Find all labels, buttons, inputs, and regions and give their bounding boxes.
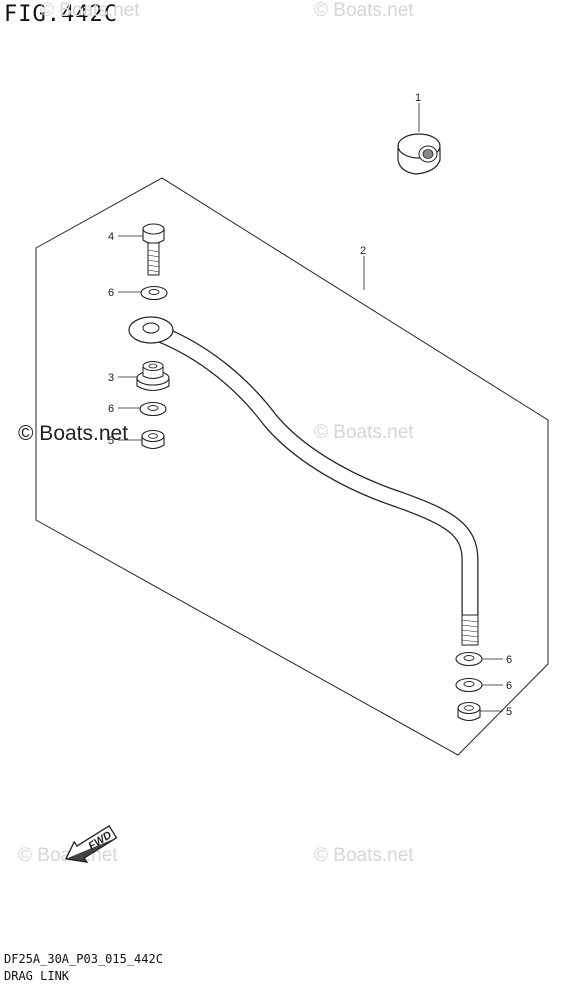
callout-4: 4 xyxy=(108,231,114,243)
callout-5b: 5 xyxy=(506,706,512,718)
part-6-washer xyxy=(455,677,503,693)
part-5-nut xyxy=(457,701,503,722)
part-5-nut xyxy=(118,429,165,450)
part-1-nut xyxy=(397,103,441,175)
callout-3: 3 xyxy=(108,372,114,384)
callout-6b: 6 xyxy=(108,403,114,415)
watermark: © Boats.net xyxy=(18,422,129,445)
part-4-bolt xyxy=(118,223,165,276)
figure-name: DRAG LINK xyxy=(4,969,70,983)
callout-6d: 6 xyxy=(506,680,512,692)
watermark: © Boats.net xyxy=(314,0,414,21)
watermark: © Boats.net xyxy=(314,422,414,443)
callout-6a: 6 xyxy=(108,287,114,299)
callout-6c: 6 xyxy=(506,654,512,666)
fwd-arrow-icon: FWD xyxy=(64,825,118,864)
watermark: © Boats.net xyxy=(314,845,414,866)
callout-1: 1 xyxy=(415,92,421,104)
figure-title: FIG.442C xyxy=(4,2,118,27)
part-6-washer xyxy=(118,401,167,417)
figure-code: DF25A_30A_P03_015_442C xyxy=(4,952,163,966)
assembly-frame xyxy=(35,177,549,756)
part-6-washer xyxy=(118,285,168,301)
part-3-bushing xyxy=(118,361,170,392)
part-6-washer xyxy=(455,651,503,667)
part-2-drag-link xyxy=(128,316,479,646)
callout-5a: 5 xyxy=(108,435,114,447)
watermark: © Boats.net xyxy=(40,0,140,21)
callout-2: 2 xyxy=(360,245,366,257)
